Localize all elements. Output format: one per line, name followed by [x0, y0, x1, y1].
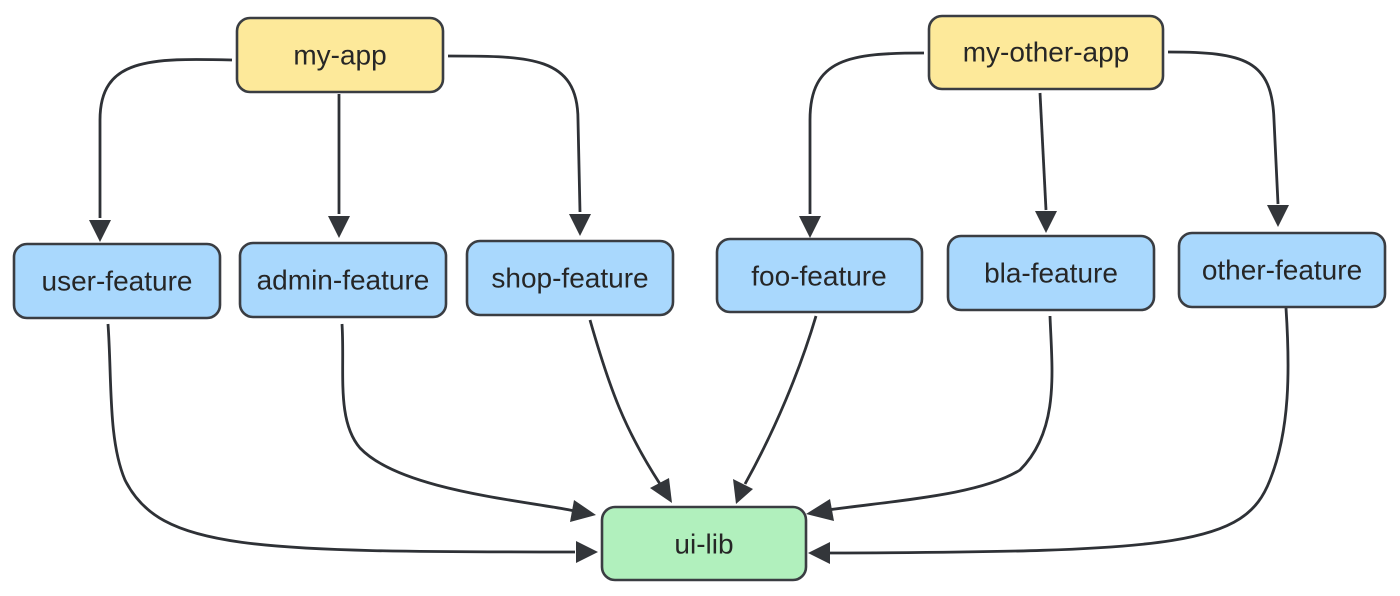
arrowhead-ui-lib-from-user	[576, 541, 598, 563]
arrowhead-ui-lib-from-other	[808, 542, 830, 564]
arrowhead-admin-feature	[328, 216, 350, 238]
node-shop-feature-label: shop-feature	[491, 263, 648, 294]
node-my-other-app-label: my-other-app	[963, 37, 1130, 68]
edges-layer	[89, 50, 1290, 564]
node-my-other-app-box	[927, 14, 1165, 91]
node-bla-feature[interactable]: bla-feature	[946, 234, 1156, 312]
node-other-feature-label: other-feature	[1202, 255, 1362, 286]
node-admin-feature[interactable]: admin-feature	[238, 241, 448, 319]
edge-my-other-app-to-foo-feature	[808, 51, 925, 214]
node-ui-lib-box	[600, 505, 808, 582]
node-my-other-app[interactable]: my-other-app	[927, 14, 1165, 91]
arrowhead-foo-feature	[799, 216, 821, 238]
edge-bla-feature-to-ui-lib	[827, 315, 1054, 512]
node-bla-feature-box	[946, 234, 1156, 312]
edge-shop-feature-to-ui-lib	[588, 319, 662, 485]
node-my-app[interactable]: my-app	[235, 16, 445, 94]
arrowhead-ui-lib-from-shop	[650, 478, 672, 503]
edge-my-app-to-user-feature	[98, 58, 233, 218]
arrowhead-ui-lib-from-foo	[733, 479, 753, 504]
edge-admin-feature-to-ui-lib	[340, 323, 576, 513]
node-shop-feature[interactable]: shop-feature	[465, 239, 675, 317]
arrowhead-bla-feature	[1035, 211, 1057, 233]
node-bla-feature-label: bla-feature	[984, 258, 1118, 289]
arrowhead-ui-lib-from-bla	[806, 499, 834, 521]
node-other-feature-box	[1177, 231, 1387, 309]
node-user-feature-box	[12, 242, 222, 320]
edge-my-other-app-to-other-feature	[1167, 50, 1280, 205]
node-admin-feature-label: admin-feature	[257, 265, 430, 296]
node-admin-feature-box	[238, 241, 448, 319]
arrowhead-user-feature	[89, 220, 111, 242]
edge-foo-feature-to-ui-lib	[743, 315, 818, 485]
arrowhead-ui-lib-from-admin	[570, 500, 596, 522]
edge-my-app-to-shop-feature	[447, 54, 582, 213]
arrowhead-other-feature	[1267, 205, 1289, 227]
nodes-layer: my-app my-other-app user-feature admin-f…	[12, 14, 1387, 582]
edge-other-feature-to-ui-lib	[829, 307, 1290, 555]
node-my-app-label: my-app	[293, 40, 386, 71]
node-foo-feature[interactable]: foo-feature	[715, 237, 924, 314]
node-other-feature[interactable]: other-feature	[1177, 231, 1387, 309]
node-ui-lib-label: ui-lib	[674, 529, 733, 560]
node-user-feature-label: user-feature	[42, 266, 193, 297]
node-foo-feature-box	[715, 237, 924, 314]
node-ui-lib[interactable]: ui-lib	[600, 505, 808, 582]
node-user-feature[interactable]: user-feature	[12, 242, 222, 320]
node-foo-feature-label: foo-feature	[751, 261, 886, 292]
node-shop-feature-box	[465, 239, 675, 317]
arrowhead-shop-feature	[569, 214, 591, 236]
edge-user-feature-to-ui-lib	[106, 323, 576, 554]
node-my-app-box	[235, 16, 445, 94]
edge-my-other-app-to-bla-feature	[1038, 92, 1048, 211]
